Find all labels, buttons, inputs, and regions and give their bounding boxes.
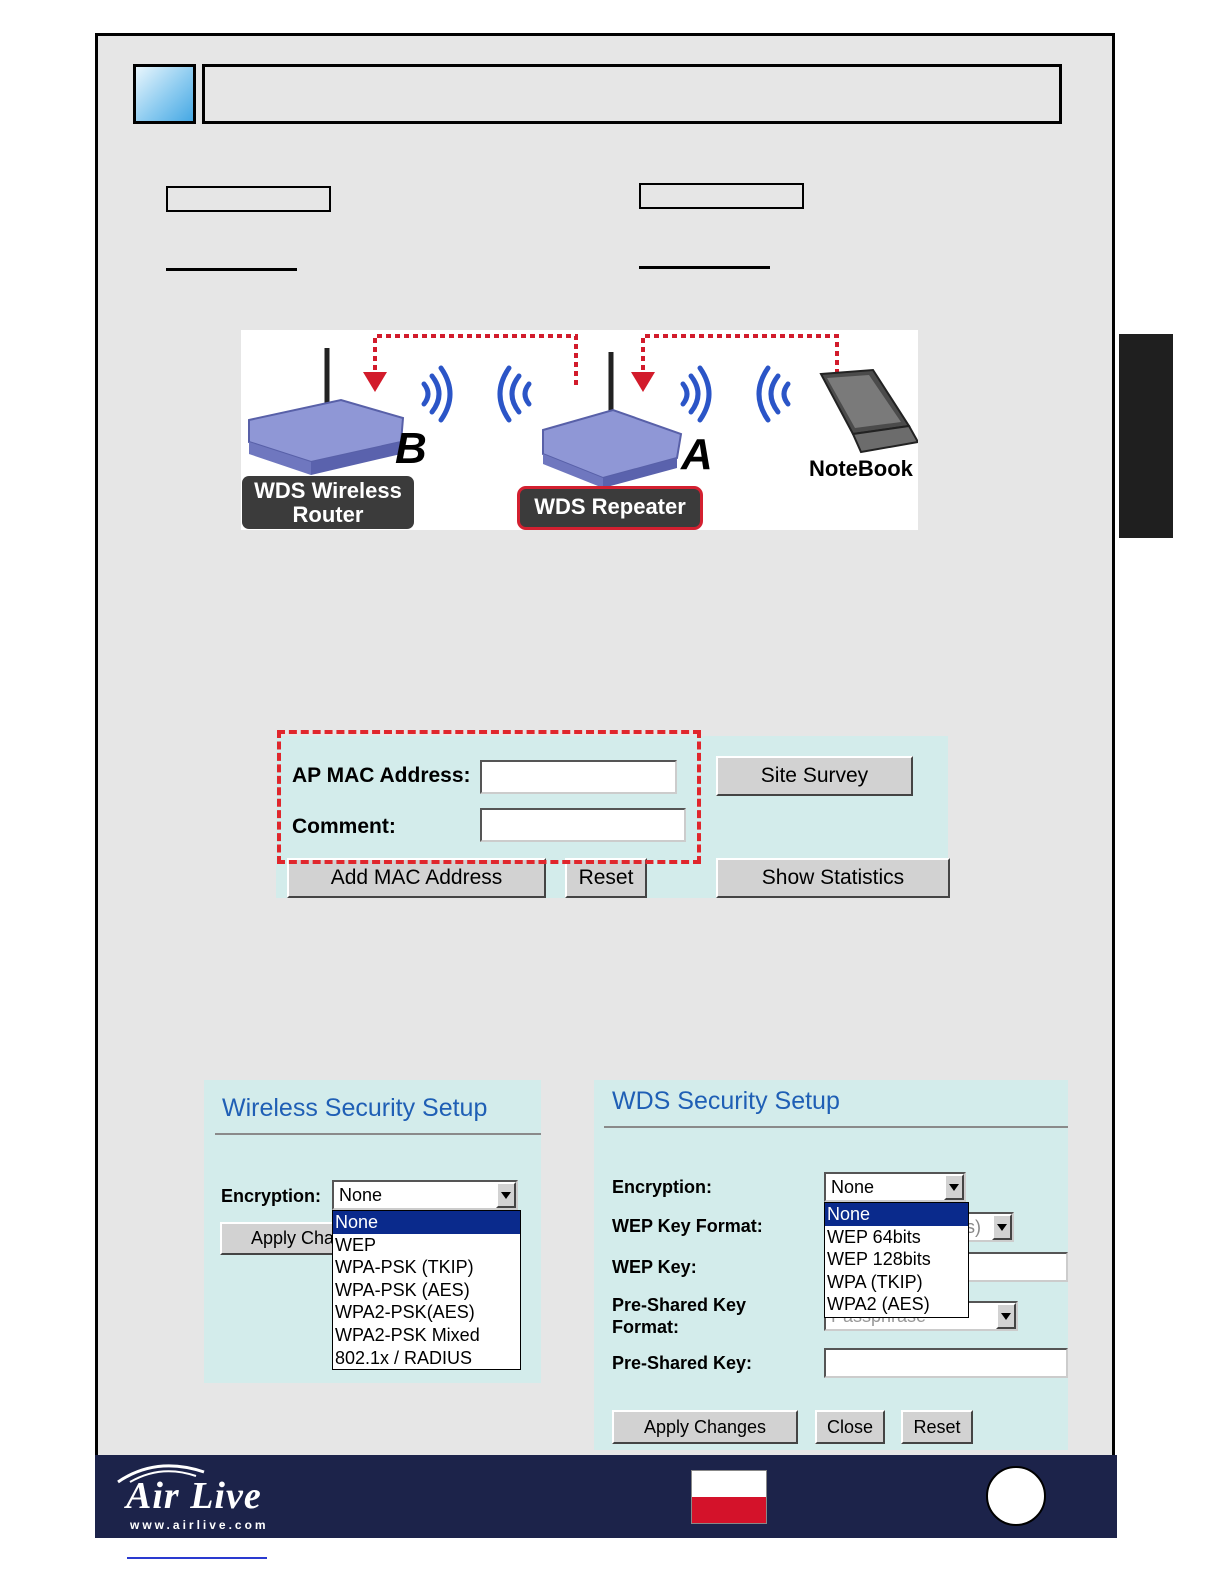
dropdown-option[interactable]: WEP xyxy=(335,1234,377,1255)
add-mac-address-button[interactable]: Add MAC Address xyxy=(287,858,546,898)
wireless-encryption-select[interactable]: None xyxy=(332,1180,518,1210)
airlive-url: www.airlive.com xyxy=(130,1518,269,1532)
underline-right xyxy=(639,266,770,269)
chevron-down-icon[interactable] xyxy=(992,1214,1012,1240)
wds-apply-changes-button[interactable]: Apply Changes xyxy=(612,1410,798,1444)
wireless-apply-changes-button[interactable]: Apply Cha xyxy=(220,1222,335,1255)
highlight-dashed-box xyxy=(277,730,701,864)
wds-security-title: WDS Security Setup xyxy=(612,1087,840,1115)
underline-left xyxy=(166,268,297,271)
pre-shared-key-format-label: Pre-Shared Key Format: xyxy=(612,1295,747,1337)
airlive-logo: Air Live xyxy=(126,1475,262,1517)
wep-key-format-label: WEP Key Format: xyxy=(612,1216,763,1236)
dropdown-option[interactable]: WPA-PSK (TKIP) xyxy=(335,1257,474,1278)
ap-mac-address-label: AP MAC Address: xyxy=(292,764,471,787)
wireless-encryption-dropdown[interactable]: None WEP WPA-PSK (TKIP) WPA-PSK (AES) WP… xyxy=(332,1210,521,1370)
dropdown-option[interactable]: None xyxy=(333,1211,520,1234)
router-letter-b: B xyxy=(395,424,427,473)
pre-shared-key-input[interactable] xyxy=(824,1348,1068,1378)
repeater-letter-a: A xyxy=(681,430,713,479)
dropdown-option[interactable]: WEP 128bits xyxy=(827,1249,931,1270)
reset-button[interactable]: Reset xyxy=(565,858,647,898)
chevron-down-icon[interactable] xyxy=(496,1182,516,1208)
site-survey-button[interactable]: Site Survey xyxy=(716,756,913,796)
wds-reset-button[interactable]: Reset xyxy=(901,1410,973,1444)
wireless-encryption-label: Encryption: xyxy=(221,1186,322,1206)
chapter-icon xyxy=(133,64,196,124)
wds-diagram: WDS Wireless Router B WDS Repeater A Not… xyxy=(241,330,918,530)
dropdown-option[interactable]: WPA2-PSK(AES) xyxy=(335,1302,475,1323)
dropdown-option[interactable]: WPA (TKIP) xyxy=(827,1271,923,1292)
section-label-box-right xyxy=(639,183,804,209)
page-number-circle xyxy=(986,1466,1046,1526)
show-statistics-button[interactable]: Show Statistics xyxy=(716,858,950,898)
dropdown-option[interactable]: WEP 64bits xyxy=(827,1226,921,1247)
notebook-label: NoteBook xyxy=(809,456,913,481)
chapter-side-tab xyxy=(1119,334,1173,538)
dropdown-option[interactable]: None xyxy=(825,1203,968,1226)
airlive-swoosh-icon xyxy=(117,1464,205,1484)
comment-label: Comment: xyxy=(292,815,396,838)
wds-encryption-select[interactable]: None xyxy=(824,1172,966,1202)
dropdown-option[interactable]: WPA-PSK (AES) xyxy=(335,1279,470,1300)
section-label-box-left xyxy=(166,186,331,212)
wds-repeater-label: WDS Repeater xyxy=(517,486,703,530)
wireless-security-title: Wireless Security Setup xyxy=(222,1094,488,1122)
wireless-security-divider xyxy=(215,1133,541,1135)
footer-bar xyxy=(95,1455,1117,1538)
wds-close-button[interactable]: Close xyxy=(815,1410,885,1444)
chapter-title-bar xyxy=(202,64,1062,124)
chevron-down-icon[interactable] xyxy=(996,1303,1016,1329)
comment-input[interactable] xyxy=(480,808,686,842)
wep-key-input[interactable] xyxy=(960,1252,1068,1282)
wds-wireless-router-label: WDS Wireless Router xyxy=(242,476,414,529)
pre-shared-key-label: Pre-Shared Key: xyxy=(612,1353,753,1373)
chevron-down-icon[interactable] xyxy=(944,1174,964,1200)
wds-encryption-dropdown[interactable]: None WEP 64bits WEP 128bits WPA (TKIP) W… xyxy=(824,1202,969,1318)
wep-key-label: WEP Key: xyxy=(612,1257,697,1277)
dropdown-option[interactable]: WPA2-PSK Mixed xyxy=(335,1324,480,1345)
bottom-link-rule xyxy=(127,1557,267,1559)
wds-encryption-label: Encryption: xyxy=(612,1177,713,1197)
wds-security-divider xyxy=(604,1126,1068,1128)
dropdown-option[interactable]: WPA2 (AES) xyxy=(827,1294,930,1315)
dropdown-option[interactable]: 802.1x / RADIUS xyxy=(335,1347,473,1368)
poland-flag-icon xyxy=(691,1470,767,1524)
ap-mac-address-input[interactable] xyxy=(480,760,677,794)
